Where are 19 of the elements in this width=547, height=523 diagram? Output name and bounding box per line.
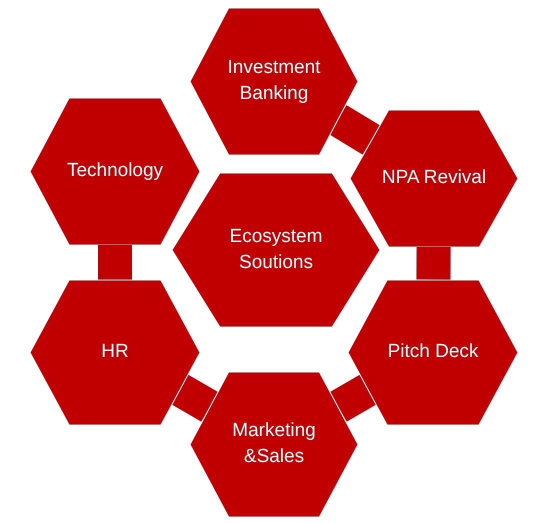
hexagon-node [30, 98, 200, 244]
connector-band [330, 374, 377, 422]
node-label: NPA Revival [382, 166, 486, 190]
connector-band [328, 105, 380, 155]
node-label: Pitch Deck [388, 340, 478, 364]
connector-band [416, 246, 451, 280]
hexagon-node [350, 110, 518, 246]
node-label: Ecosystem Soutions [228, 225, 324, 275]
node-label: Marketing &Sales [231, 419, 317, 469]
hexagon-node [190, 8, 358, 154]
hexagon-node [348, 280, 518, 424]
node-label: Technology [66, 159, 164, 183]
hexagon-node [190, 372, 358, 516]
node-label: Investment Banking [226, 56, 322, 106]
connector-band [171, 374, 218, 422]
node-label: HR [101, 340, 129, 364]
hexagon-node [172, 173, 380, 327]
connector-band [98, 244, 132, 280]
hexagon-node [30, 280, 200, 424]
